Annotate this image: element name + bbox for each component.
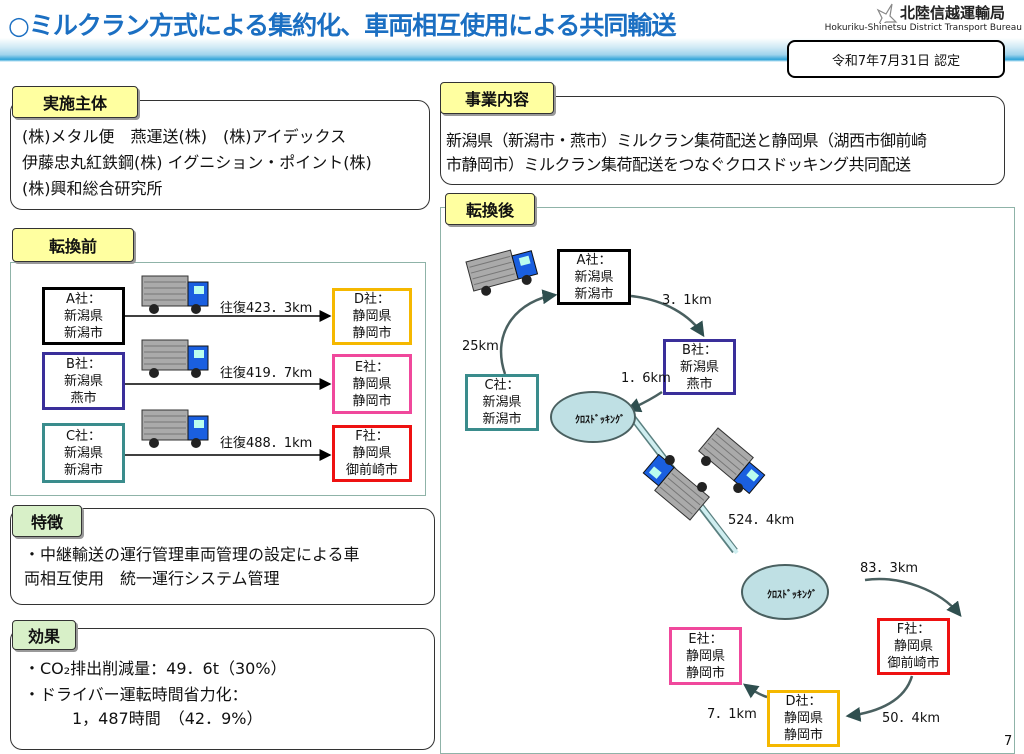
- before-from-a: A社：新潟県新潟市: [42, 287, 125, 345]
- crossdock-hub-niigata: [550, 391, 636, 443]
- after-company-b: B社：新潟県燕市: [663, 339, 736, 395]
- effects-box: [10, 628, 435, 750]
- after-company-c: C社：新潟県新潟市: [465, 374, 539, 431]
- distance-a-b: 3．1km: [662, 293, 712, 308]
- route-b-crossdock: [625, 390, 663, 413]
- before-to-f: F社：静岡県御前崎市: [332, 425, 412, 482]
- business-line: 市静岡市）ミルクラン集荷配送をつなぐクロスドッキング共同配送: [446, 155, 911, 174]
- page-title: ○ミルクラン方式による集約化、車両相互使用による共同輸送: [8, 11, 676, 40]
- distance-f-d: 50．4km: [882, 711, 941, 726]
- after-company-e: E社：静岡県静岡市: [669, 627, 742, 685]
- implementers-line: (株)興和総合研究所: [22, 179, 163, 198]
- distance-b-crossdock: 1．6km: [621, 371, 671, 386]
- features-line: ・中継輸送の運行管理車両管理の設定による車: [24, 545, 360, 564]
- distance-crossdock-f: 83．3km: [860, 561, 919, 576]
- before-label: 転換前: [12, 228, 134, 262]
- route-a-b: [630, 294, 705, 338]
- after-label: 転換後: [445, 193, 535, 225]
- date-badge: 令和7年7月31日 認定: [787, 40, 1005, 78]
- route-c-a: [499, 289, 558, 375]
- truck-icon: [465, 244, 541, 300]
- page-number: 7: [1004, 734, 1013, 749]
- org-name: 北陸信越運輸局: [900, 4, 1006, 22]
- route-crossdock-f: [864, 577, 962, 617]
- effects-line: ・ドライバー運転時間省力化：: [24, 685, 248, 704]
- route-distance: 往復419．7km: [220, 366, 313, 381]
- effects-line: ・CO₂排出削減量：49．6t（30%）: [24, 659, 287, 678]
- business-line: 新潟県（新潟市・燕市）ミルクラン集荷配送と静岡県（湖西市御前崎: [446, 131, 927, 150]
- effects-label: 効果: [12, 620, 76, 650]
- implementers-label: 実施主体: [12, 86, 138, 118]
- after-company-a: A社：新潟県新潟市: [557, 249, 631, 305]
- org-name-en: Hokuriku-Shinetsu District Transport Bur…: [824, 23, 1022, 33]
- route-distance: 往復423．3km: [220, 301, 313, 316]
- crossdock-label: ｸﾛｽﾄﾞｯｷﾝｸﾞ: [575, 415, 625, 426]
- implementers-line: 伊藤忠丸紅鉄鋼(株) イグニション・ポイント(株): [22, 153, 372, 172]
- after-company-f: F社：静岡県御前崎市: [877, 618, 950, 675]
- implementers-box: [10, 100, 430, 210]
- after-company-d: D社：静岡県静岡市: [767, 690, 840, 747]
- before-to-d: D社：静岡県静岡市: [332, 288, 412, 345]
- crossdock-hub-shizuoka: [741, 564, 829, 620]
- route-d-e: [742, 683, 768, 699]
- distance-c-a: 25km: [462, 339, 499, 354]
- distance-d-e: 7．1km: [707, 707, 757, 722]
- org-logo: 北陸信越運輸局 Hokuriku-Shinetsu District Trans…: [800, 0, 1024, 38]
- route-f-d: [845, 675, 914, 722]
- crossdock-label: ｸﾛｽﾄﾞｯｷﾝｸﾞ: [767, 590, 817, 601]
- features-line: 両相互使用 統一運行システム管理: [24, 569, 280, 588]
- before-to-e: E社：静岡県静岡市: [332, 354, 412, 414]
- effects-line: 1，487時間 （42．9%）: [24, 709, 263, 728]
- before-from-c: C社：新潟県新潟市: [42, 423, 125, 483]
- features-label: 特徴: [12, 505, 82, 537]
- distance-trunk: 524．4km: [728, 513, 795, 528]
- implementers-line: (株)メタル便 燕運送(株) (株)アイデックス: [22, 127, 347, 146]
- before-from-b: B社：新潟県燕市: [42, 352, 125, 410]
- bird-logo-icon: [875, 3, 898, 31]
- business-label: 事業内容: [440, 82, 554, 114]
- route-distance: 往復488．1km: [220, 436, 313, 451]
